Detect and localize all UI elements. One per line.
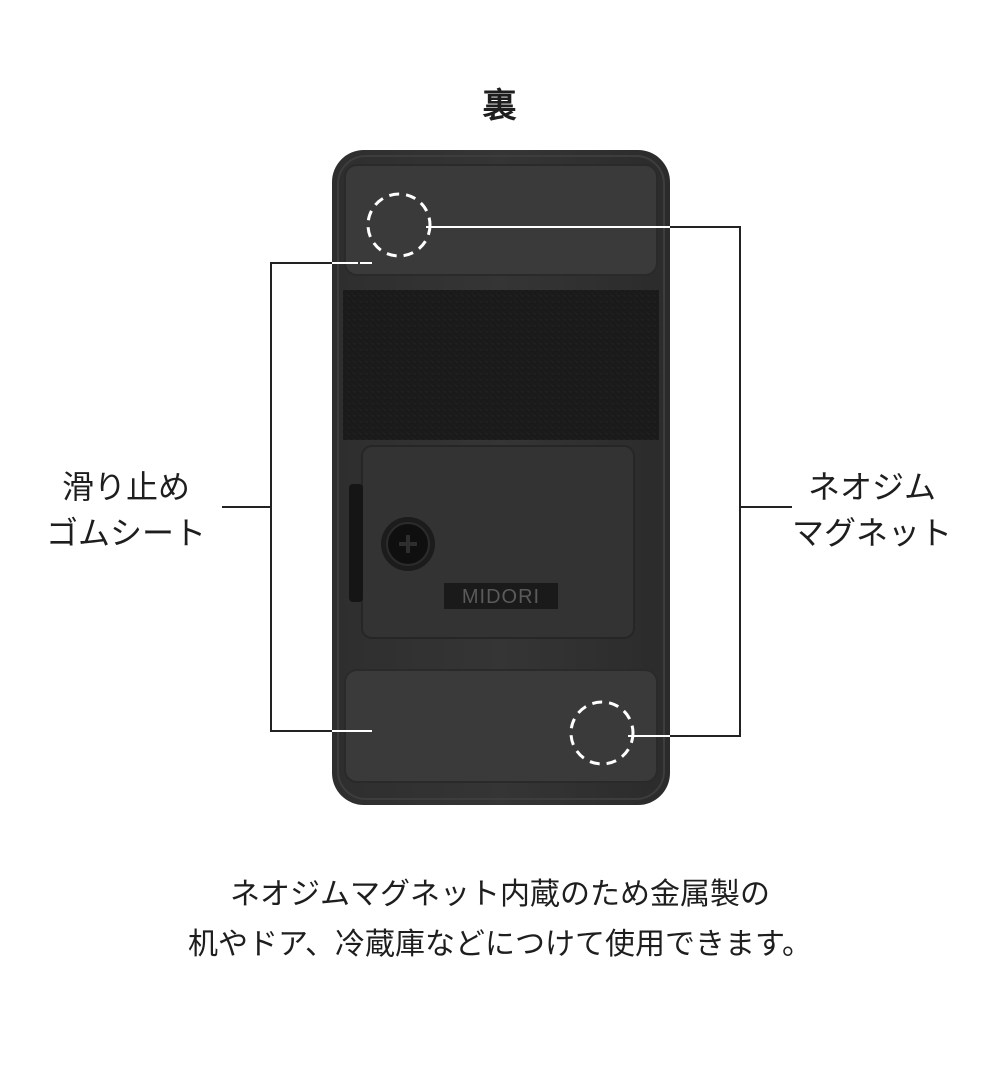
caption-line1: ネオジムマグネット内蔵のため金属製の: [230, 877, 770, 912]
page-title: 裏: [482, 86, 518, 126]
callout-rubber-sheet: 滑り止め ゴムシート: [38, 464, 214, 556]
callout-magnet-line2: マグネット: [791, 514, 952, 552]
callout-magnet: ネオジム マグネット: [782, 464, 962, 556]
callout-magnet-line1: ネオジム: [807, 468, 936, 506]
logo-text: MIDORI: [462, 586, 540, 608]
magnet-bottom-marker: [569, 700, 635, 766]
logo-plate: [444, 583, 558, 609]
screw-icon: [381, 517, 435, 571]
magnet-top-marker: [366, 192, 432, 258]
callout-line-right: [426, 226, 792, 737]
caption-line2: 机やドア、冷蔵庫などにつけて使用できます。: [188, 927, 812, 962]
callout-rubber-sheet-line2: ゴムシート: [45, 514, 206, 552]
callout-rubber-sheet-line1: 滑り止め: [61, 468, 190, 506]
callout-line-left: [222, 262, 372, 732]
caption: ネオジムマグネット内蔵のため金属製の 机やドア、冷蔵庫などにつけて使用できます。: [0, 870, 1000, 970]
side-notch: [349, 484, 363, 602]
rubber-pad-bottom: [344, 669, 658, 783]
felt-strip: [343, 290, 659, 440]
rubber-pad-top: [344, 164, 658, 276]
